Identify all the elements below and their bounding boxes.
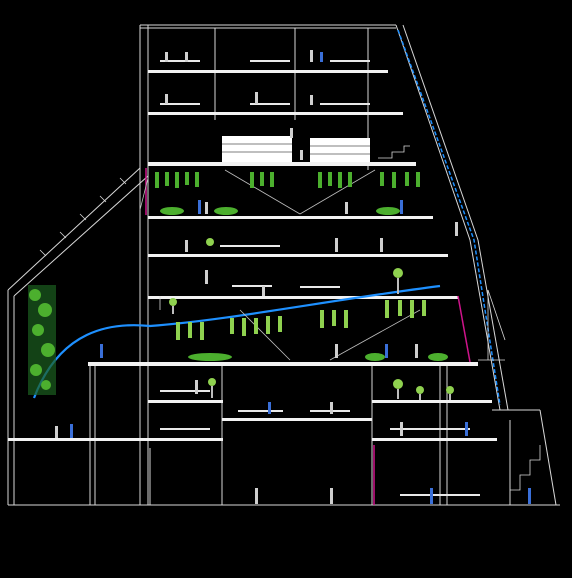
staircases (159, 145, 541, 505)
magenta-line-right (457, 295, 471, 363)
slab-7 (88, 362, 478, 366)
diagonal-bracing (139, 169, 421, 361)
slab-9 (372, 400, 492, 403)
potted-trees (169, 238, 454, 400)
slab-10 (8, 438, 223, 441)
slab-6 (148, 296, 458, 299)
slab-5 (148, 254, 448, 257)
hanging-plants-upper (155, 172, 420, 188)
slab-2 (148, 112, 403, 115)
slab-8 (148, 400, 223, 403)
floor-slabs (8, 70, 497, 441)
plant-beds (160, 207, 448, 361)
left-sloped-truss (39, 177, 127, 257)
slab-1 (148, 70, 388, 73)
blue-curved-ramp (32, 284, 441, 399)
auditorium-seating (222, 136, 370, 162)
slab-3 (148, 162, 416, 166)
slab-4 (148, 216, 433, 219)
people-figures (55, 50, 531, 504)
hanging-plants-lower (176, 300, 426, 340)
slab-11 (372, 438, 497, 441)
structure-frame (7, 24, 560, 506)
slab-lobby (222, 418, 372, 421)
glazing-accents (32, 29, 501, 505)
blue-facade-line (397, 29, 501, 406)
green-wall (28, 285, 56, 395)
right-canopy (478, 289, 506, 361)
